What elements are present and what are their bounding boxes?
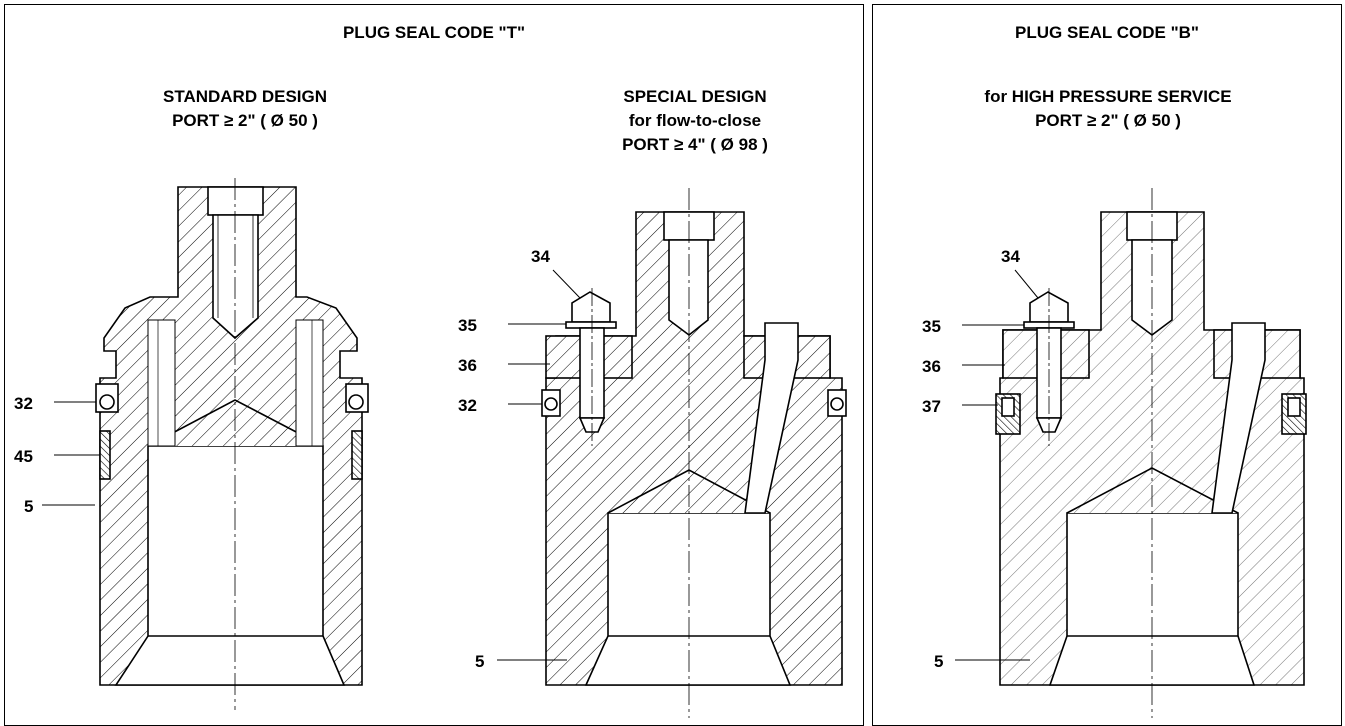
- callout-5: 5: [475, 652, 484, 671]
- callout-32: 32: [14, 394, 33, 413]
- callout-35: 35: [458, 316, 477, 335]
- heading-line: PORT ≥ 4" ( Ø 98 ): [622, 135, 768, 154]
- panel-title: PLUG SEAL CODE "B": [1015, 23, 1199, 42]
- callout-36: 36: [458, 356, 477, 375]
- callout-5: 5: [934, 652, 943, 671]
- callout-34: 34: [531, 247, 550, 266]
- callout-36: 36: [922, 357, 941, 376]
- drawing-special-design: [497, 188, 847, 718]
- callout-32: 32: [458, 396, 477, 415]
- callout-37: 37: [922, 397, 941, 416]
- heading-line: STANDARD DESIGN: [162, 87, 328, 106]
- heading-line: for flow-to-close: [628, 111, 762, 130]
- design-heading-high-pressure: for HIGH PRESSURE SERVICE PORT ≥ 2" ( Ø …: [913, 85, 1303, 133]
- callout-45: 45: [14, 447, 33, 466]
- drawing-high-pressure-design: [955, 188, 1307, 718]
- heading-line: for HIGH PRESSURE SERVICE: [984, 87, 1232, 106]
- callout-5: 5: [24, 497, 33, 516]
- heading-line: PORT ≥ 2" ( Ø 50 ): [172, 111, 318, 130]
- heading-line: PORT ≥ 2" ( Ø 50 ): [1035, 111, 1181, 130]
- heading-line: SPECIAL DESIGN: [623, 87, 767, 106]
- design-heading-standard: STANDARD DESIGN PORT ≥ 2" ( Ø 50 ): [95, 85, 395, 133]
- design-heading-special: SPECIAL DESIGN for flow-to-close PORT ≥ …: [545, 85, 845, 157]
- drawing-standard-design: [42, 178, 369, 710]
- callout-34: 34: [1001, 247, 1020, 266]
- panel-title: PLUG SEAL CODE "T": [342, 23, 526, 42]
- callout-35: 35: [922, 317, 941, 336]
